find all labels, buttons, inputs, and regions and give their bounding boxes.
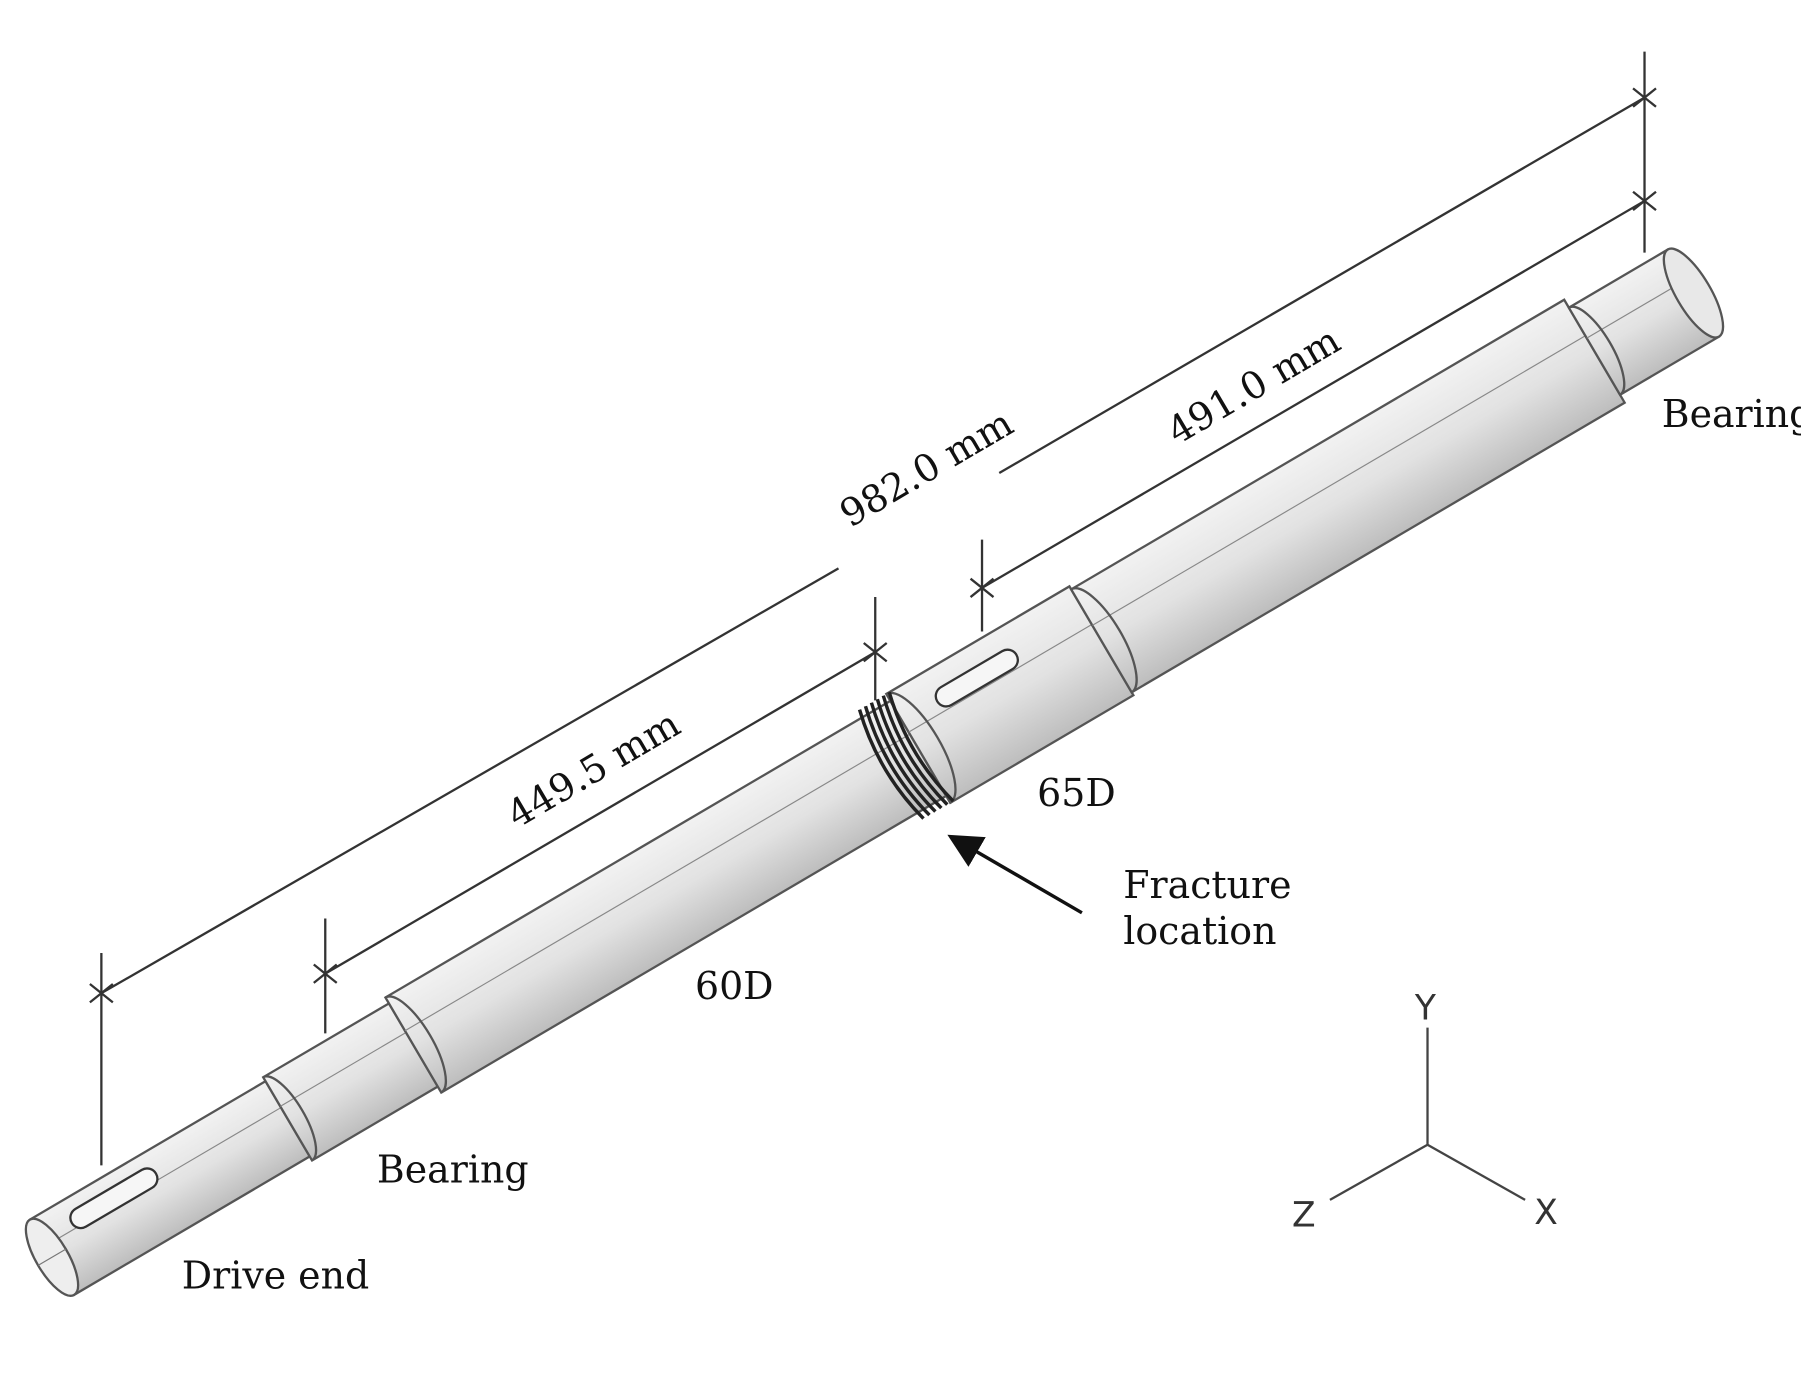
section-65d-label: 65D bbox=[1037, 771, 1116, 815]
drive-end-center-mark bbox=[37, 1248, 67, 1266]
fracture-label-line1: Fracture bbox=[1123, 863, 1291, 907]
fracture-mark bbox=[863, 705, 931, 817]
shoulder-ring bbox=[885, 691, 957, 804]
main-segment-edge bbox=[1092, 335, 1586, 626]
main-segment bbox=[1069, 298, 1627, 694]
axis-x-label: X bbox=[1534, 1193, 1558, 1233]
fracture-mark bbox=[887, 691, 955, 803]
bearing-left-segment-edge bbox=[280, 1032, 407, 1107]
section-60d-segment-edge bbox=[404, 733, 911, 1032]
shoulder-ring bbox=[1568, 305, 1626, 396]
shoulder-ring bbox=[384, 995, 447, 1094]
fracture-arrow-icon bbox=[947, 834, 1083, 915]
fracture-mark bbox=[875, 698, 943, 810]
section-60d-label: 60D bbox=[695, 964, 774, 1008]
far-end-face bbox=[1662, 247, 1725, 339]
fracture-mark bbox=[869, 702, 937, 813]
bearing-right-label: Bearing bbox=[1662, 392, 1801, 436]
shaft bbox=[24, 247, 1725, 1297]
axes-triad-icon bbox=[1329, 1027, 1526, 1201]
shoulder-ring bbox=[1070, 587, 1138, 694]
fracture-label-line2: location bbox=[1123, 909, 1276, 953]
fracture-mark bbox=[881, 695, 949, 806]
fracture-mark bbox=[857, 709, 925, 820]
shoulder-ring bbox=[262, 1075, 318, 1162]
drive-end-label: Drive end bbox=[182, 1253, 369, 1297]
dimension-overall-label: 982.0 mm bbox=[832, 401, 1020, 536]
bearing-left-label: Bearing bbox=[377, 1148, 529, 1192]
bearing-right-segment-edge bbox=[1586, 279, 1687, 339]
dimension-491-label: 491.0 mm bbox=[1159, 318, 1347, 453]
section-60d-segment bbox=[383, 699, 948, 1095]
section-65d-segment-edge bbox=[908, 623, 1093, 733]
keyway-65d-icon bbox=[934, 648, 1019, 708]
keyway-drive-end-icon bbox=[69, 1167, 159, 1230]
axis-y-label: Y bbox=[1414, 989, 1437, 1029]
axis-z-label: Z bbox=[1292, 1195, 1316, 1235]
